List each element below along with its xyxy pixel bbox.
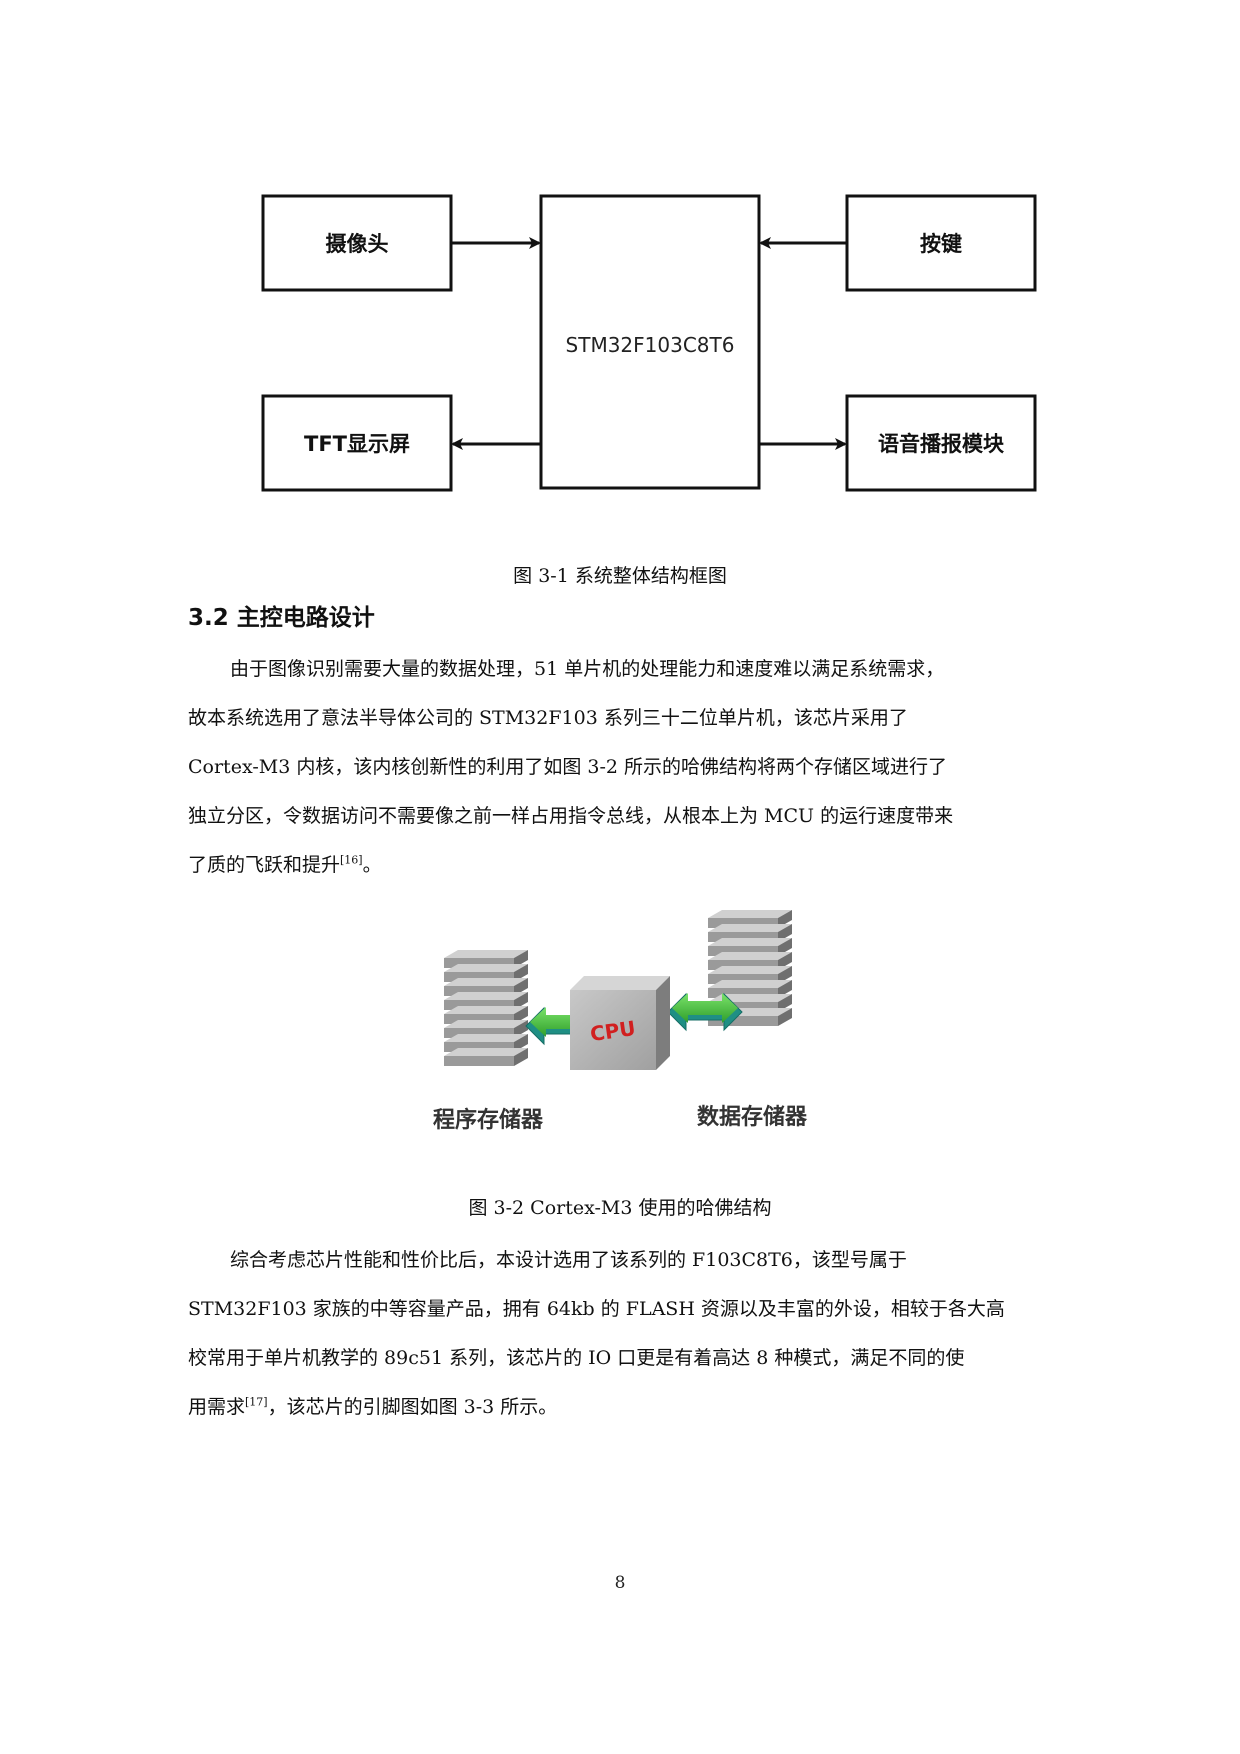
paragraph-1-line-3: Cortex-M3 内核，该内核创新性的利用了如图 3-2 所示的哈佛结构将两个…	[188, 756, 947, 778]
paragraph-1-line-2: 故本系统选用了意法半导体公司的 STM32F103 系列三十二位单片机，该芯片采…	[188, 707, 908, 729]
page-number: 8	[614, 1573, 626, 1593]
cpu-cube	[570, 976, 670, 1070]
paragraph-1-line-1: 由于图像识别需要大量的数据处理，51 单片机的处理能力和速度难以满足系统需求，	[230, 658, 945, 680]
paragraph-2-tail: ，该芯片的引脚图如图 3-3 所示。	[267, 1396, 558, 1418]
camera-box	[261, 194, 453, 292]
citation-17: [17]	[245, 1395, 268, 1409]
figure1-caption: 图 3-1 系统整体结构框图	[513, 565, 727, 587]
paragraph-1-tail: 。	[362, 854, 382, 876]
data-memory-stack	[708, 910, 792, 1026]
harvard-architecture-figure: CPU 程序存储器 数据存储器	[433, 910, 808, 1133]
paragraph-1-line-5: 了质的飞跃和提升[16]。	[188, 841, 1054, 890]
voice-label: 语音播报模块	[878, 432, 1005, 456]
system-block-diagram: 摄像头 按键 STM32F103C8T6 TFT显示屏 语音播报模块	[261, 194, 1037, 492]
paragraph-1-line-5-text: 了质的飞跃和提升	[188, 854, 341, 876]
data-memory-label: 数据存储器	[697, 1104, 808, 1130]
tft-label: TFT显示屏	[304, 432, 410, 456]
paragraph-2-line-4: 用需求[17]，该芯片的引脚图如图 3-3 所示。	[188, 1383, 1054, 1432]
figure2-caption: 图 3-2 Cortex-M3 使用的哈佛结构	[468, 1197, 772, 1219]
paragraph-2-line-4-text: 用需求	[188, 1396, 246, 1418]
section-heading: 3.2 主控电路设计	[188, 605, 375, 631]
paragraph-2: 综合考虑芯片性能和性价比后，本设计选用了该系列的 F103C8T6，该型号属于 …	[188, 1236, 1054, 1432]
keys-box	[845, 194, 1037, 292]
voice-box	[845, 394, 1037, 492]
paragraph-1: 由于图像识别需要大量的数据处理，51 单片机的处理能力和速度难以满足系统需求， …	[188, 645, 1054, 890]
paragraph-2-line-1: 综合考虑芯片性能和性价比后，本设计选用了该系列的 F103C8T6，该型号属于	[230, 1249, 907, 1271]
data-bus-arrow	[667, 992, 743, 1032]
paragraph-2-line-3: 校常用于单片机教学的 89c51 系列，该芯片的 IO 口更是有着高达 8 种模…	[188, 1347, 965, 1369]
citation-16: [16]	[340, 853, 363, 867]
keys-label: 按键	[920, 232, 962, 256]
mcu-box	[539, 194, 761, 490]
paragraph-1-line-4: 独立分区，令数据访问不需要像之前一样占用指令总线，从根本上为 MCU 的运行速度…	[188, 805, 954, 827]
mcu-label: STM32F103C8T6	[566, 333, 735, 357]
program-memory-label: 程序存储器	[433, 1107, 544, 1133]
camera-label: 摄像头	[326, 232, 389, 256]
paragraph-2-line-2: STM32F103 家族的中等容量产品，拥有 64kb 的 FLASH 资源以及…	[188, 1298, 1005, 1320]
program-memory-stack	[444, 950, 528, 1066]
